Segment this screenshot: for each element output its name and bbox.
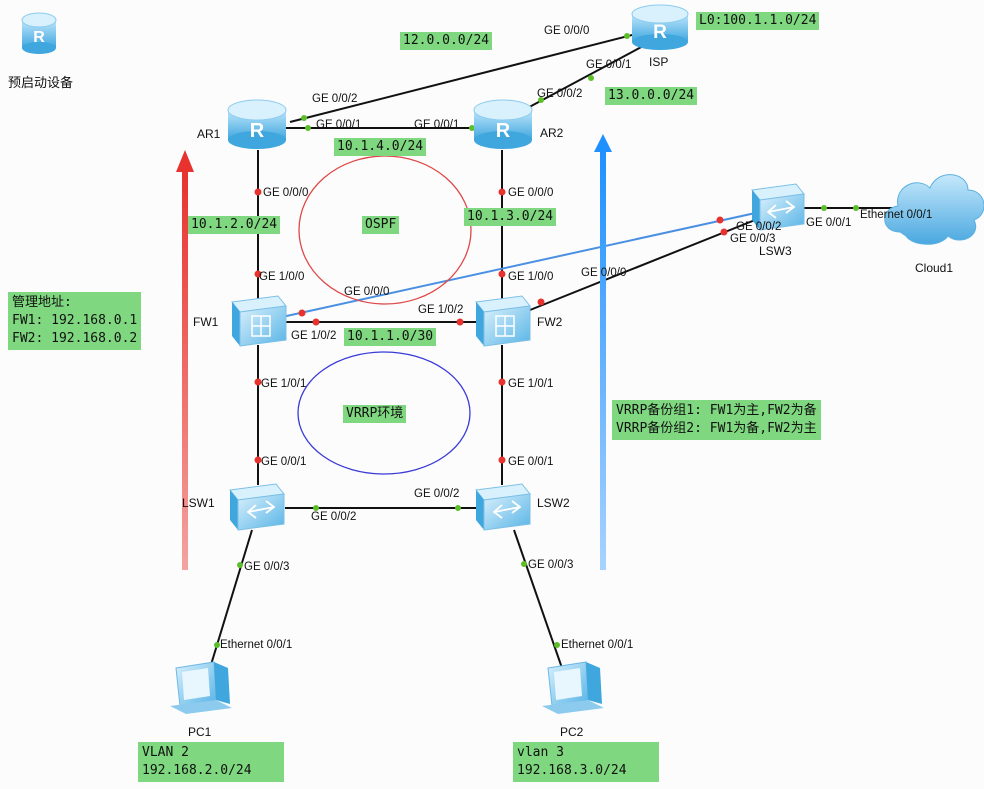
lan-pc2-subnet: 192.168.3.0/24 bbox=[517, 763, 627, 778]
port-lsw1-ge002: GE 0/0/2 bbox=[311, 511, 357, 523]
arrow-up-right bbox=[594, 134, 612, 570]
port-fw2-ge000: GE 0/0/0 bbox=[581, 267, 627, 279]
port-ar1-ge001: GE 0/0/1 bbox=[316, 119, 362, 131]
switch-lsw1-icon[interactable] bbox=[229, 483, 285, 531]
port-ar2-ge002: GE 0/0/2 bbox=[537, 88, 583, 100]
svg-text:R: R bbox=[653, 22, 667, 43]
area-ospf-label: OSPF bbox=[362, 216, 400, 234]
router-ar2-icon[interactable]: R bbox=[473, 99, 533, 149]
port-fw2-ge101: GE 1/0/1 bbox=[508, 378, 554, 390]
svg-text:R: R bbox=[496, 120, 511, 142]
device-label-ar2: AR2 bbox=[540, 126, 564, 140]
port-lsw2-ge003: GE 0/0/3 bbox=[528, 559, 574, 571]
vrrp-group2-note: VRRP备份组2: FW1为备,FW2为主 bbox=[616, 421, 817, 436]
subnet-fw1-fw2: 10.1.1.0/30 bbox=[344, 328, 437, 346]
subnet-ar1-ar2: 10.1.4.0/24 bbox=[334, 138, 427, 156]
port-isp-ge000: GE 0/0/0 bbox=[544, 25, 590, 37]
device-label-lsw1: LSW1 bbox=[182, 496, 215, 510]
switch-lsw3-icon[interactable] bbox=[751, 183, 805, 231]
legend-router-icon: R bbox=[21, 12, 57, 54]
firewall-fw1-icon[interactable] bbox=[231, 295, 287, 347]
port-ar2-ge000: GE 0/0/0 bbox=[508, 187, 554, 199]
subnet-isp-ar1: 12.0.0.0/24 bbox=[400, 32, 493, 50]
vrrp-group1-note: VRRP备份组1: FW1为主,FW2为备 bbox=[616, 403, 817, 418]
device-label-lsw3: LSW3 bbox=[759, 244, 792, 258]
port-fw1-ge102: GE 1/0/2 bbox=[291, 330, 337, 342]
lan-pc1-box: VLAN 2 192.168.2.0/24 bbox=[138, 742, 284, 782]
device-label-fw1: FW1 bbox=[193, 315, 219, 329]
port-ar1-ge000: GE 0/0/0 bbox=[263, 187, 309, 199]
mgmt-fw2: FW2: 192.168.0.2 bbox=[12, 331, 138, 346]
pc2-icon[interactable] bbox=[542, 661, 604, 714]
cloud1-icon[interactable] bbox=[884, 174, 984, 245]
port-lsw1-ge001: GE 0/0/1 bbox=[261, 456, 307, 468]
vrrp-notes-box: VRRP备份组1: FW1为主,FW2为备 VRRP备份组2: FW1为备,FW… bbox=[612, 400, 821, 440]
port-fw2-ge100: GE 1/0/0 bbox=[508, 271, 554, 283]
port-fw1-ge000: GE 0/0/0 bbox=[344, 286, 390, 298]
pc1-icon[interactable] bbox=[170, 661, 232, 714]
device-label-lsw2: LSW2 bbox=[537, 496, 570, 510]
device-label-cloud1: Cloud1 bbox=[915, 261, 954, 275]
subnet-ar2-fw2: 10.1.3.0/24 bbox=[464, 208, 557, 226]
port-isp-ge001: GE 0/0/1 bbox=[586, 59, 632, 71]
port-cloud-eth: Ethernet 0/0/1 bbox=[860, 209, 933, 221]
port-lsw1-ge003: GE 0/0/3 bbox=[244, 561, 290, 573]
port-lsw3-ge001: GE 0/0/1 bbox=[806, 217, 852, 229]
lan-pc2-box: vlan 3 192.168.3.0/24 bbox=[513, 742, 659, 782]
legend-label: 预启动设备 bbox=[8, 75, 74, 90]
port-lsw3-ge003: GE 0/0/3 bbox=[730, 233, 776, 245]
lan-pc2-vlan: vlan 3 bbox=[517, 745, 564, 760]
device-label-fw2: FW2 bbox=[537, 315, 563, 329]
port-pc1-eth: Ethernet 0/0/1 bbox=[220, 639, 293, 651]
svg-text:R: R bbox=[33, 29, 45, 46]
lan-pc1-vlan: VLAN 2 bbox=[142, 745, 189, 760]
vrrp-area-ring bbox=[297, 351, 471, 475]
arrow-up-left bbox=[176, 150, 194, 570]
management-address-box: 管理地址: FW1: 192.168.0.1 FW2: 192.168.0.2 bbox=[8, 292, 142, 350]
subnet-ar1-fw1: 10.1.2.0/24 bbox=[188, 216, 281, 234]
area-vrrp-label: VRRP环境 bbox=[343, 405, 407, 423]
firewall-fw2-icon[interactable] bbox=[475, 295, 531, 347]
port-lsw3-ge002: GE 0/0/2 bbox=[736, 221, 782, 233]
router-isp-icon[interactable]: R bbox=[631, 4, 689, 50]
port-lsw2-ge001: GE 0/0/1 bbox=[508, 456, 554, 468]
link-fw2-lsw3 bbox=[524, 217, 761, 313]
ospf-area-ring bbox=[298, 155, 472, 305]
port-lsw2-ge002: GE 0/0/2 bbox=[414, 488, 460, 500]
link-lsw2-pc2 bbox=[513, 529, 563, 669]
link-fw1-lsw3 bbox=[281, 211, 761, 318]
subnet-isp-ar2: 13.0.0.0/24 bbox=[605, 87, 698, 105]
port-ar1-ge002: GE 0/0/2 bbox=[312, 93, 358, 105]
svg-text:R: R bbox=[250, 120, 265, 142]
port-fw1-ge100: GE 1/0/0 bbox=[259, 271, 305, 283]
device-label-pc2: PC2 bbox=[560, 725, 584, 739]
port-fw2-ge102: GE 1/0/2 bbox=[418, 304, 464, 316]
link-isp-ar1 bbox=[289, 32, 641, 123]
port-pc2-eth: Ethernet 0/0/1 bbox=[561, 639, 634, 651]
port-dots bbox=[214, 33, 859, 648]
switch-lsw2-icon[interactable] bbox=[475, 483, 531, 531]
device-label-ar1: AR1 bbox=[197, 127, 221, 141]
device-label-isp: ISP bbox=[649, 55, 669, 69]
mgmt-title: 管理地址: bbox=[12, 295, 72, 310]
port-fw1-ge101: GE 1/0/1 bbox=[261, 378, 307, 390]
lan-pc1-subnet: 192.168.2.0/24 bbox=[142, 763, 252, 778]
router-ar1-icon[interactable]: R bbox=[227, 99, 287, 149]
mgmt-fw1: FW1: 192.168.0.1 bbox=[12, 313, 138, 328]
device-label-pc1: PC1 bbox=[188, 725, 212, 739]
subnet-isp-loopback: L0:100.1.1.0/24 bbox=[696, 12, 820, 30]
port-ar2-ge001: GE 0/0/1 bbox=[414, 119, 460, 131]
